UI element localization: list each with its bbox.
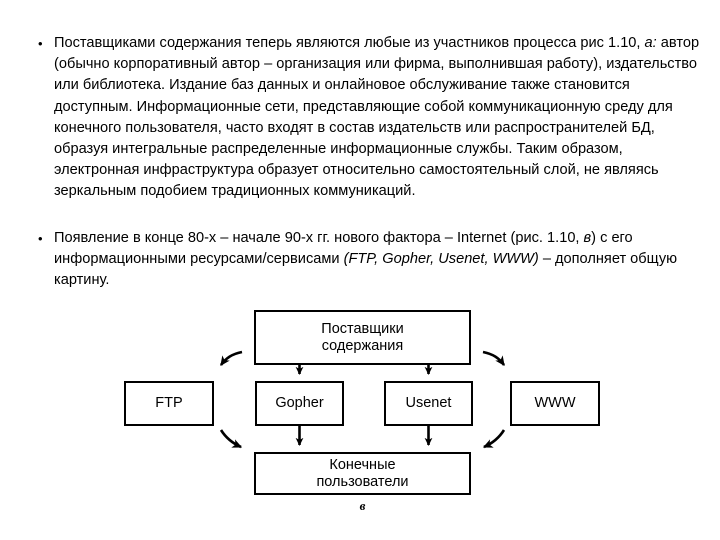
- node-usenet[interactable]: Usenet: [384, 381, 473, 426]
- node-ftp[interactable]: FTP: [124, 381, 214, 426]
- node-end-users[interactable]: Конечные пользователи: [254, 452, 471, 495]
- node-label-www: WWW: [534, 395, 576, 411]
- node-label-providers-line1: Поставщики: [321, 320, 404, 337]
- text-segment: – дополняет общую картину.: [54, 251, 678, 289]
- edge-ftp-to-endusers: [219, 429, 243, 449]
- node-www[interactable]: WWW: [510, 381, 600, 426]
- text-segment: а:: [644, 35, 657, 51]
- text-segment: Появление в конце 80-х – начале 90-х гг.…: [54, 230, 584, 246]
- bullet-item-2: Появление в конце 80-х – начале 90-х гг.…: [36, 228, 702, 292]
- figure-caption: в: [359, 498, 366, 513]
- node-label-endusers-line1: Конечные: [329, 456, 396, 473]
- diagram-connectors: [219, 350, 506, 449]
- edge-providers-to-ftp: [219, 350, 243, 366]
- edge-providers-to-www: [482, 350, 506, 366]
- node-label-endusers-line2: пользователи: [316, 473, 409, 490]
- text-segment: автор (обычно корпоративный автор – орга…: [54, 35, 700, 200]
- node-content-providers[interactable]: Поставщики содержания: [254, 310, 471, 365]
- node-label-gopher: Gopher: [275, 395, 324, 411]
- edge-www-to-endusers: [482, 429, 506, 449]
- text-segment: ) с его информационными ресурсами/сервис…: [54, 230, 633, 268]
- node-label-providers-line2: содержания: [321, 337, 404, 354]
- text-segment: Поставщиками содержания теперь являются …: [54, 35, 645, 51]
- node-label-usenet: Usenet: [405, 395, 452, 411]
- node-gopher[interactable]: Gopher: [255, 381, 344, 426]
- text-segment: (FTP, Gopher, Usenet, WWW): [343, 251, 539, 268]
- internet-services-diagram: Поставщики содержания FTP Gopher Usenet …: [0, 300, 720, 540]
- node-label-ftp: FTP: [155, 395, 183, 411]
- node-label-providers: Поставщики содержания: [321, 321, 403, 355]
- node-label-endusers: Конечные пользователи: [316, 457, 408, 491]
- bullet-item-1: Поставщиками содержания теперь являются …: [36, 33, 702, 203]
- text-segment: в: [583, 230, 592, 246]
